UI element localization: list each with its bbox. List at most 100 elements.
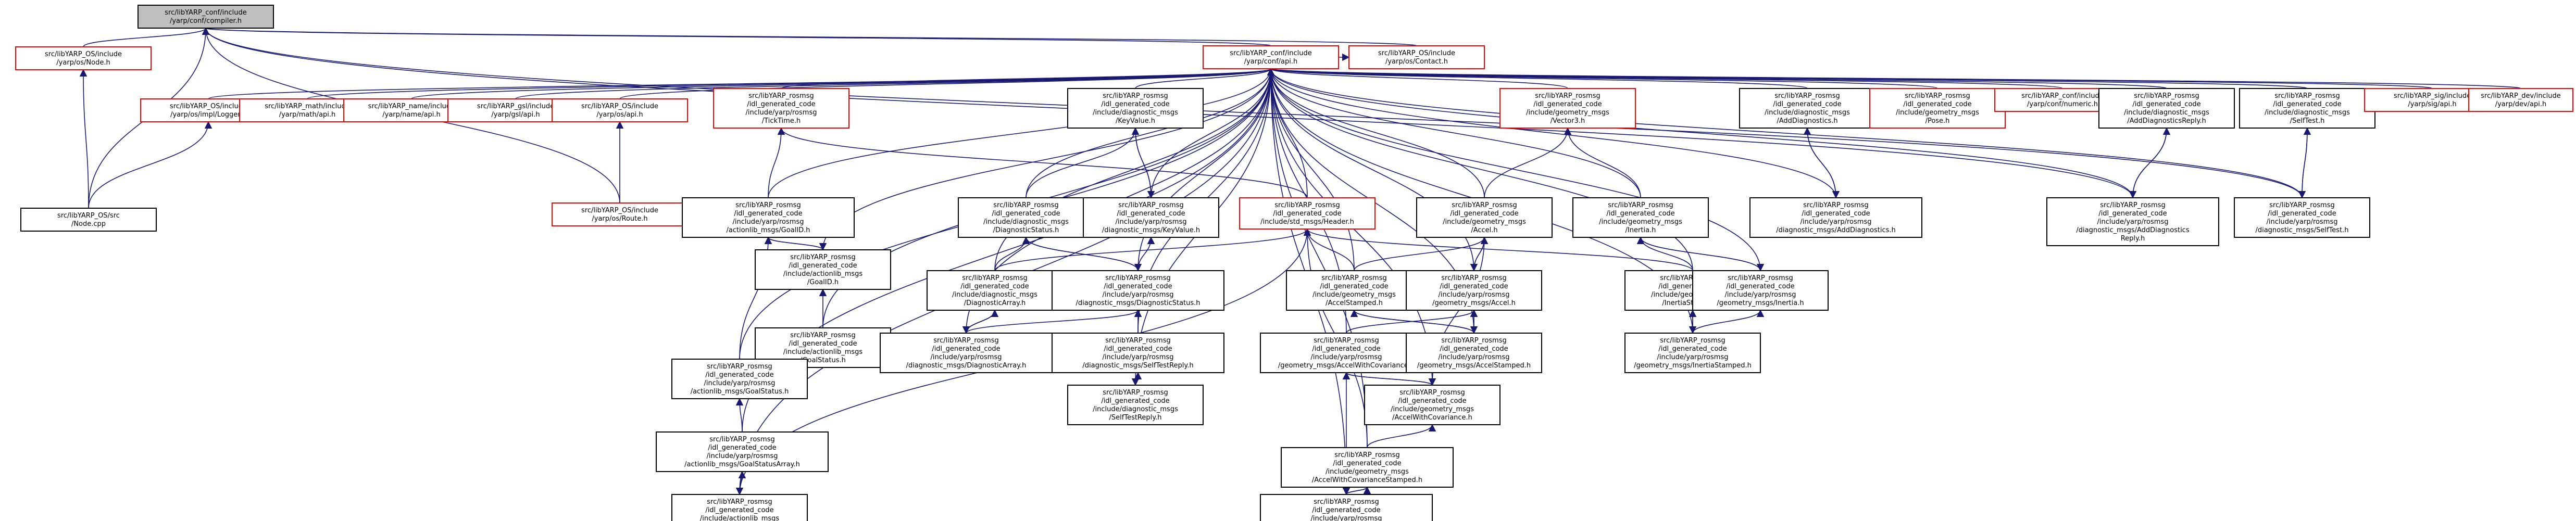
file-node-label: src/libYARP_rosmsg [1103,92,1168,100]
file-node[interactable]: src/libYARP_rosmsg/idl_generated_code/in… [1624,333,1761,373]
file-node-box [137,5,274,29]
file-node-box [880,333,1053,373]
file-node[interactable]: src/libYARP_rosmsg/idl_generated_code/in… [1739,88,1875,129]
file-node-label: /idl_generated_code [1773,100,1841,108]
file-node[interactable]: src/libYARP_rosmsg/idl_generated_code/in… [958,197,1094,238]
file-node-label: src/libYARP_rosmsg [1321,274,1387,282]
file-node-label: /geometry_msgs/Accel.h [1432,299,1516,307]
file-node-label: /yarp/os/impl/Logger.h [170,111,246,119]
file-node-label: /idl_generated_code [1903,100,1971,108]
file-node-label: /AccelWithCovarianceStamped.h [1312,476,1422,484]
file-node[interactable]: src/libYARP_rosmsg/idl_generated_code/in… [927,270,1063,311]
file-node-box [2234,197,2370,238]
file-node[interactable]: src/libYARP_rosmsg/idl_generated_code/in… [1067,385,1204,425]
file-node[interactable]: src/libYARP_rosmsg/idl_generated_code/in… [1281,447,1454,488]
file-node[interactable]: src/libYARP_rosmsg/idl_generated_code/in… [2098,88,2235,129]
dependency-edge [1267,68,1568,89]
file-node-label: /idl_generated_code [1104,345,1172,353]
file-node[interactable]: src/libYARP_rosmsg/idl_generated_code/in… [1416,197,1553,238]
file-node[interactable]: src/libYARP_conf/include/yarp/conf/api.h [1203,45,1339,69]
dependency-edge [83,27,210,47]
file-node-label: /idl_generated_code [1398,397,1466,405]
file-node[interactable]: src/libYARP_rosmsg/idl_generated_code/in… [1286,270,1422,311]
file-node[interactable]: src/libYARP_rosmsg/idl_generated_code/in… [682,197,855,238]
dependency-edge [1267,68,1474,271]
file-node-label: /diagnostic_msgs/SelfTest.h [2255,226,2348,234]
file-node[interactable]: src/libYARP_rosmsg/idl_generated_code/in… [1052,333,1224,373]
file-node[interactable]: src/libYARP_rosmsg/idl_generated_code/in… [755,249,891,290]
file-node-box [1052,333,1224,373]
file-node-label: src/libYARP_math/include [265,103,349,110]
file-node[interactable]: src/libYARP_dev/include/yarp/dev/api.h [2468,88,2573,112]
file-node-label: /include/yarp/rosmsg [1103,291,1174,299]
file-node[interactable]: src/libYARP_rosmsg/idl_generated_code/in… [1406,270,1542,311]
file-node-label: src/libYARP_rosmsg [1105,274,1171,282]
dependency-edge [203,27,1271,46]
file-node[interactable]: src/libYARP_rosmsg/idl_generated_code/in… [1083,197,1219,238]
file-node[interactable]: src/libYARP_conf/include/yarp/conf/compi… [137,5,274,29]
file-node-box [2239,88,2375,129]
file-node[interactable]: src/libYARP_rosmsg/idl_generated_code/in… [1406,333,1542,373]
dependency-edge [619,68,1274,99]
file-node-box [1572,197,1709,238]
file-node[interactable]: src/libYARP_rosmsg/idl_generated_code/in… [671,359,808,399]
file-node-label: /yarp/dev/api.h [2495,100,2547,108]
file-node[interactable]: src/libYARP_rosmsg/idl_generated_code/in… [1749,197,1922,238]
file-node-label: src/libYARP_rosmsg [2274,92,2340,100]
file-node-label: /DiagnosticStatus.h [993,226,1059,234]
file-node[interactable]: src/libYARP_rosmsg/idl_generated_code/in… [1692,270,1829,311]
file-node[interactable]: src/libYARP_rosmsg/idl_generated_code/in… [755,327,891,368]
file-node[interactable]: src/libYARP_rosmsg/idl_generated_code/in… [1572,197,1709,238]
file-node-label: src/libYARP_rosmsg [748,92,814,100]
file-node-label: /idl_generated_code [1802,210,1870,218]
dependency-edge [1267,68,1368,448]
file-node-label: src/libYARP_rosmsg [1314,337,1379,345]
file-node-label: /actionlib_msgs/GoalStatusArray.h [684,461,800,468]
file-node-box [671,494,808,521]
file-node[interactable]: src/libYARP_rosmsg/idl_generated_code/in… [1260,494,1433,521]
file-node[interactable]: src/libYARP_rosmsg/idl_generated_code/in… [1260,333,1433,373]
file-node-label: /include/yarp/rosmsg [1800,218,1872,226]
file-node-label: src/libYARP_conf/include [1230,49,1311,57]
file-node-label: /include/diagnostic_msgs [952,291,1037,299]
file-node[interactable]: src/libYARP_rosmsg/idl_generated_code/in… [1067,88,1204,129]
file-node[interactable]: src/libYARP_rosmsg/idl_generated_code/in… [1052,270,1224,311]
file-node[interactable]: src/libYARP_rosmsg/idl_generated_code/in… [880,333,1053,373]
file-node-box [927,270,1063,311]
file-node-label: /include/yarp/rosmsg [1725,291,1796,299]
file-node[interactable]: src/libYARP_rosmsg/idl_generated_code/in… [1499,88,1636,129]
dependency-edge [1267,68,1485,198]
file-node[interactable]: src/libYARP_OS/src/Node.cpp [20,208,157,232]
file-node[interactable]: src/libYARP_rosmsg/idl_generated_code/in… [1364,385,1500,425]
file-node[interactable]: src/libYARP_rosmsg/idl_generated_code/in… [2239,88,2375,129]
file-node[interactable]: src/libYARP_rosmsg/idl_generated_code/in… [2046,197,2219,246]
file-node[interactable]: src/libYARP_OS/include/yarp/os/Route.h [552,202,688,226]
file-node-label: /AddDiagnostics.h [1777,117,1837,125]
file-node-label: /yarp/os/Contact.h [1385,58,1448,66]
dependency-edge [1484,127,1572,198]
file-node-label: /geometry_msgs/Inertia.h [1717,299,1804,307]
file-node-label: src/libYARP_rosmsg [1803,201,1869,209]
file-node[interactable]: src/libYARP_OS/include/yarp/os/Contact.h [1348,45,1485,69]
file-node-label: /DiagnosticArray.h [964,299,1026,307]
file-node-box [1083,197,1219,238]
file-node[interactable]: src/libYARP_rosmsg/idl_generated_code/in… [671,494,808,521]
file-node[interactable]: src/libYARP_OS/include/yarp/os/Node.h [15,46,152,70]
file-node[interactable]: src/libYARP_rosmsg/idl_generated_code/in… [2234,197,2370,238]
file-node[interactable]: src/libYARP_rosmsg/idl_generated_code/in… [656,431,829,472]
file-node-label: /diagnostic_msgs/KeyValue.h [1102,226,1200,234]
file-node[interactable]: src/libYARP_rosmsg/idl_generated_code/in… [1239,197,1375,230]
dependency-edge [79,69,89,209]
file-node[interactable]: src/libYARP_rosmsg/idl_generated_code/in… [713,88,849,129]
dependency-edge [2129,128,2167,199]
file-node-label: src/libYARP_OS/include [170,103,247,110]
file-node-box [755,249,891,290]
file-node-box [552,202,688,226]
file-node-label: /SelfTestReply.h [1109,414,1162,422]
dependency-edge [768,237,827,251]
file-node[interactable]: src/libYARP_OS/include/yarp/os/api.h [552,98,688,122]
file-node[interactable]: src/libYARP_rosmsg/idl_generated_code/in… [1869,88,2006,129]
file-node-label: src/libYARP_rosmsg [2134,92,2199,100]
file-node-label: src/libYARP_name/include [368,103,455,110]
